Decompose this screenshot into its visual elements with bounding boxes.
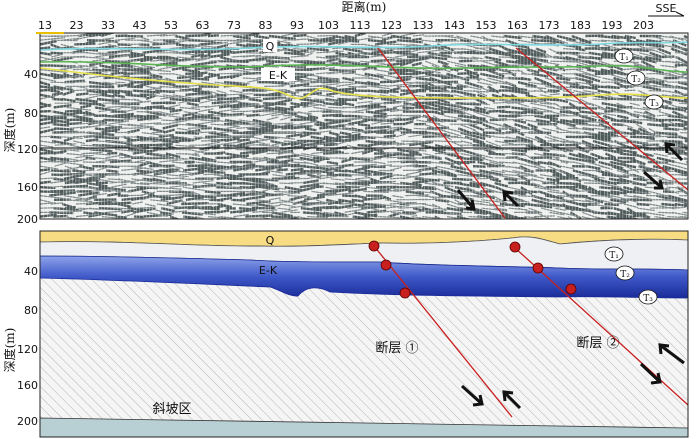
svg-text:40: 40 xyxy=(24,265,38,278)
direction-label: SSE xyxy=(656,2,677,15)
svg-text:200: 200 xyxy=(17,213,38,226)
distance-tick-label: 63 xyxy=(196,19,210,32)
distance-tick-label: 153 xyxy=(476,19,497,32)
depth-tick-labels-top: 40 80 120 160 200 xyxy=(17,68,38,226)
fault-2-trace xyxy=(515,47,689,191)
layer-label-q-bottom: Q xyxy=(266,234,275,247)
fault-2-motion-arrows-bottom xyxy=(639,343,685,385)
fault-1-line xyxy=(373,245,513,418)
distance-tick-label: 43 xyxy=(133,19,147,32)
depth-axis-title-top: 深度(m) xyxy=(2,108,17,153)
svg-text:T₃: T₃ xyxy=(649,99,659,109)
distance-tick-label: 23 xyxy=(70,19,84,32)
depth-axis-title-bottom: 深度(m) xyxy=(2,328,17,373)
fault-1-label: 断层 ① xyxy=(375,341,418,356)
distance-tick-labels: 13 23 33 43 53 63 73 83 93 103 113 123 133 143 153 163 1… xyxy=(38,19,654,32)
distance-tick-label: 73 xyxy=(227,19,241,32)
distance-axis-title: 距离(m) xyxy=(342,0,387,14)
layer-label-ek-bottom: E-K xyxy=(259,264,278,277)
depth-tick-labels-bottom: 40 80 120 160 200 xyxy=(17,265,38,428)
seismic-section-panel: Q E-K T₁ T₂ T₃ xyxy=(36,32,689,220)
svg-text:160: 160 xyxy=(17,181,38,194)
svg-text:80: 80 xyxy=(24,107,38,120)
svg-text:80: 80 xyxy=(24,304,38,317)
fault-2-motion-arrows xyxy=(643,142,684,190)
horizon-badge-t3-bottom: T₃ xyxy=(638,289,658,305)
fault-2-point-t3 xyxy=(565,283,577,295)
svg-text:120: 120 xyxy=(17,143,38,156)
horizon-t2 xyxy=(39,60,689,73)
fault-1-point-t1 xyxy=(368,240,380,252)
slope-zone-label: 斜坡区 xyxy=(152,402,191,417)
distance-tick-label: 183 xyxy=(570,19,591,32)
horizon-badge-t1-bottom: T₁ xyxy=(604,246,624,262)
horizon-q-base xyxy=(39,41,689,51)
horizon-badge-t3-top: T₃ xyxy=(644,94,664,110)
svg-text:200: 200 xyxy=(17,415,38,428)
distance-tick-label: 163 xyxy=(507,19,528,32)
fault-1-point-t3 xyxy=(399,287,411,299)
distance-tick-label: 83 xyxy=(259,19,273,32)
svg-text:40: 40 xyxy=(24,68,38,81)
distance-tick-label: 33 xyxy=(101,19,115,32)
distance-tick-label: 123 xyxy=(381,19,402,32)
svg-text:160: 160 xyxy=(17,379,38,392)
horizon-badge-t1-top: T₁ xyxy=(614,48,634,64)
distance-tick-label: 93 xyxy=(290,19,304,32)
svg-text:T₂: T₂ xyxy=(620,270,630,280)
fault-2-point-t2 xyxy=(532,262,544,274)
fault-2-point-t1 xyxy=(509,241,521,253)
horizon-badge-t2-bottom: T₂ xyxy=(615,265,635,281)
fault-1-trace xyxy=(377,47,506,219)
distance-tick-label: 193 xyxy=(602,19,623,32)
svg-text:120: 120 xyxy=(17,343,38,356)
direction-indicator: SSE xyxy=(648,2,685,17)
svg-text:T₃: T₃ xyxy=(643,294,653,304)
slope-zone xyxy=(40,417,688,437)
distance-tick-label: 103 xyxy=(318,19,339,32)
distance-tick-label: 113 xyxy=(350,19,371,32)
distance-tick-label: 13 xyxy=(38,19,52,32)
fault-1-motion-arrows xyxy=(456,189,520,211)
svg-text:T₁: T₁ xyxy=(619,53,629,63)
fault-1-point-t2 xyxy=(380,259,392,271)
interpretation-section-panel: Q E-K T₁ T₂ T₃ 断层 ① 断层 ② 斜坡区 xyxy=(40,231,688,437)
svg-text:T₁: T₁ xyxy=(609,251,619,261)
layer-label-q-top: Q xyxy=(266,40,275,53)
horizon-badge-t2-top: T₂ xyxy=(626,70,646,86)
distance-tick-label: 133 xyxy=(413,19,434,32)
distance-tick-label: 53 xyxy=(164,19,178,32)
distance-tick-label: 173 xyxy=(539,19,560,32)
distance-tick-label: 203 xyxy=(633,19,654,32)
svg-text:T₂: T₂ xyxy=(631,75,641,85)
distance-tick-label: 143 xyxy=(444,19,465,32)
horizon-t3 xyxy=(39,67,689,100)
layer-label-ek-top: E-K xyxy=(269,69,288,82)
fault-2-label: 断层 ② xyxy=(576,336,619,351)
fault-1-motion-arrows-bottom xyxy=(460,384,522,410)
